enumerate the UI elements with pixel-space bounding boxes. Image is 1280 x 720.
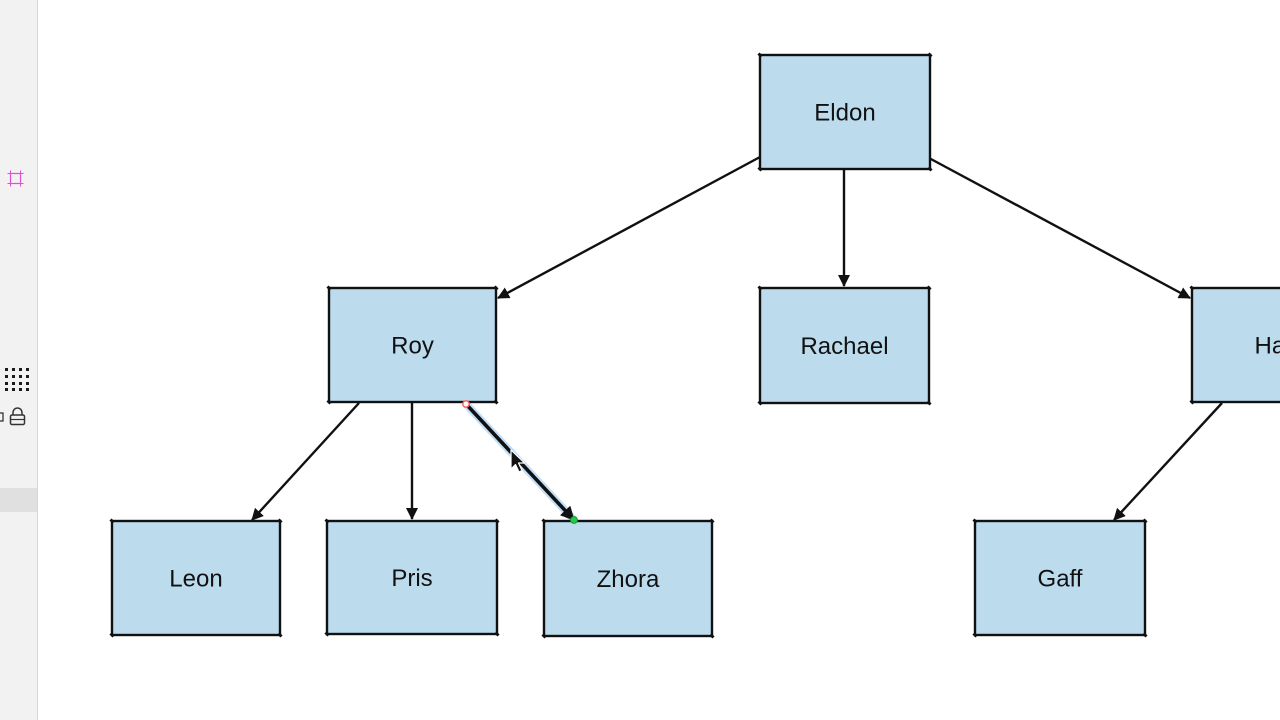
node-corner-mark [757, 52, 763, 58]
edge-eldon-roy[interactable] [497, 155, 761, 300]
node-zhora[interactable]: Zhora [541, 518, 715, 639]
node-han[interactable]: Han [1189, 285, 1280, 405]
node-box[interactable] [758, 286, 931, 405]
node-label: Rachael [800, 333, 888, 360]
node-box[interactable] [110, 519, 282, 637]
node-corner-mark [757, 400, 763, 406]
node-corner-mark [1189, 399, 1195, 405]
node-label: Zhora [597, 566, 660, 593]
node-corner-mark [709, 518, 715, 524]
node-corner-mark [324, 518, 330, 524]
node-label: Leon [169, 566, 222, 593]
node-pris[interactable]: Pris [324, 518, 500, 637]
node-corner-mark [541, 518, 547, 524]
mouse-cursor-icon [510, 449, 526, 473]
node-label: Eldon [814, 100, 875, 127]
node-corner-mark [972, 518, 978, 524]
left-toolbar [0, 0, 38, 720]
edge-eldon-han[interactable] [928, 156, 1191, 300]
node-box[interactable] [325, 519, 499, 636]
node-rachael[interactable]: Rachael [757, 285, 932, 406]
node-corner-mark [709, 633, 715, 639]
node-corner-mark [926, 285, 932, 291]
selection-overlay [462, 400, 578, 524]
node-eldon[interactable]: Eldon [757, 52, 933, 172]
node-corner-mark [927, 52, 933, 58]
toolbar-edge-icon [0, 412, 4, 422]
frame-icon[interactable] [7, 170, 24, 187]
node-label: Roy [391, 333, 434, 360]
node-corner-mark [757, 285, 763, 291]
node-box[interactable] [973, 519, 1147, 637]
node-corner-mark [326, 399, 332, 405]
edge-roy-leon[interactable] [251, 402, 360, 521]
node-corner-mark [493, 399, 499, 405]
node-roy[interactable]: Roy [326, 285, 499, 405]
node-corner-mark [109, 518, 115, 524]
edge-han-gaff[interactable] [1113, 402, 1223, 521]
edge-line[interactable] [251, 402, 360, 521]
node-label: Han [1254, 333, 1280, 360]
node-corner-mark [277, 518, 283, 524]
edge-start-handle[interactable] [462, 400, 470, 408]
node-corner-mark [757, 166, 763, 172]
node-corner-mark [927, 166, 933, 172]
node-corner-mark [324, 631, 330, 637]
node-corner-mark [1142, 518, 1148, 524]
edge-line[interactable] [1113, 402, 1223, 521]
node-corner-mark [109, 632, 115, 638]
node-label: Pris [391, 565, 432, 592]
node-corner-mark [494, 518, 500, 524]
edge-line[interactable] [497, 155, 761, 300]
node-corner-mark [972, 632, 978, 638]
node-box[interactable] [1190, 286, 1280, 404]
node-box[interactable] [542, 519, 714, 638]
node-corner-mark [326, 285, 332, 291]
grid-icon[interactable] [3, 366, 31, 392]
node-corner-mark [541, 633, 547, 639]
node-corner-mark [493, 285, 499, 291]
node-corner-mark [926, 400, 932, 406]
node-corner-mark [494, 631, 500, 637]
node-corner-mark [1142, 632, 1148, 638]
node-box[interactable] [758, 53, 932, 171]
node-label: Gaff [1038, 566, 1083, 593]
node-gaff[interactable]: Gaff [972, 518, 1148, 638]
toolbar-active-slot[interactable] [0, 488, 37, 512]
node-box[interactable] [327, 286, 498, 404]
node-corner-mark [1189, 285, 1195, 291]
edge-end-handle[interactable] [570, 516, 578, 524]
edge-line[interactable] [928, 156, 1191, 300]
node-corner-mark [277, 632, 283, 638]
node-leon[interactable]: Leon [109, 518, 283, 638]
lock-icon[interactable] [9, 407, 26, 426]
